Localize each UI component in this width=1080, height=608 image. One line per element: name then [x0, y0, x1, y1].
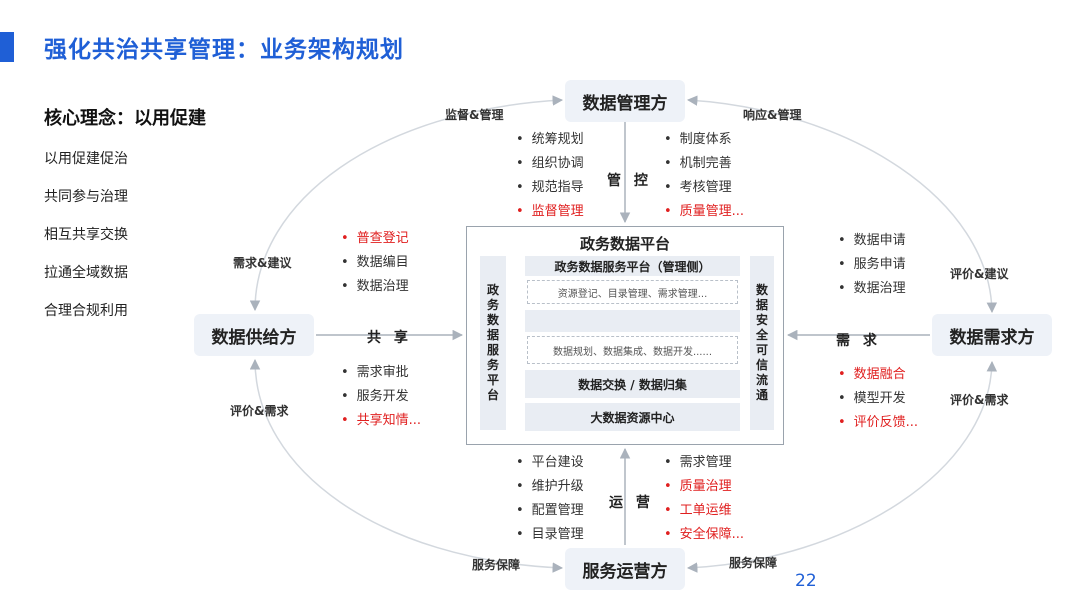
node-data-supplier: 数据供给方 [194, 314, 314, 356]
secure-circulation-column-label: 数据安全可信流通 [755, 283, 768, 402]
edge-label-service-guarantee: 服务保障 [472, 558, 521, 572]
title-accent-bar [0, 32, 14, 62]
bullet-item: 普查登记 [341, 227, 409, 251]
bullet-item: 机制完善 [664, 152, 744, 176]
arc-bottom-right [686, 360, 998, 573]
arc-top-right [686, 95, 998, 314]
concept-item: 拉通全域数据 [44, 265, 128, 281]
node-data-manager: 数据管理方 [565, 80, 685, 122]
bullet-item: 组织协调 [516, 152, 584, 176]
edge-label-respond: 响应&管理 [743, 108, 802, 122]
list-supply-upper: 普查登记数据编目数据治理 [341, 227, 409, 299]
page-number: 22 [795, 571, 817, 591]
verb-control: 管 控 [607, 173, 652, 189]
bullet-item: 质量管理... [664, 200, 744, 224]
service-platform-header: 政务数据服务平台（管理侧） [525, 256, 740, 276]
verb-demand: 需 求 [836, 333, 881, 349]
edge-label-evaluate-demand: 评价&需求 [230, 404, 289, 418]
bullet-item: 考核管理 [664, 176, 744, 200]
bullet-item: 需求审批 [341, 361, 421, 385]
bullet-item: 数据编目 [341, 251, 409, 275]
platform-blank-block [525, 310, 740, 332]
edge-label-evaluate-advice: 评价&建议 [950, 267, 1009, 281]
concept-item: 相互共享交换 [44, 227, 128, 243]
bullet-item: 数据融合 [838, 363, 918, 387]
arc-top-left [249, 95, 564, 312]
edge-label-evaluate-demand: 评价&需求 [950, 393, 1009, 407]
bullet-item: 数据治理 [341, 275, 409, 299]
list-control-left: 统筹规划组织协调规范指导监督管理 [516, 128, 584, 224]
bullet-item: 质量治理 [664, 475, 744, 499]
data-dev-desc: 数据规划、数据集成、数据开发...... [527, 336, 738, 364]
list-supply-lower: 需求审批服务开发共享知情... [341, 361, 421, 433]
service-platform-desc: 资源登记、目录管理、需求管理... [527, 280, 738, 304]
platform-service-column-label: 政务数据服务平台 [486, 283, 499, 402]
node-service-operator: 服务运营方 [565, 548, 685, 590]
secure-circulation-column: 数据安全可信流通 [750, 256, 774, 430]
bullet-item: 服务开发 [341, 385, 421, 409]
bullet-item: 统筹规划 [516, 128, 584, 152]
bullet-item: 数据申请 [838, 229, 906, 253]
edge-label-supervise: 监督&管理 [445, 108, 504, 122]
concept-item: 共同参与治理 [44, 189, 128, 205]
exchange-block: 数据交换 / 数据归集 [525, 370, 740, 398]
list-demand-lower: 数据融合模型开发评价反馈... [838, 363, 918, 435]
bullet-item: 安全保障... [664, 523, 744, 547]
arc-bottom-left [249, 358, 564, 573]
verb-operate: 运 营 [609, 495, 654, 511]
bullet-item: 目录管理 [516, 523, 584, 547]
node-data-consumer: 数据需求方 [932, 314, 1052, 356]
bullet-item: 数据治理 [838, 277, 906, 301]
verb-share: 共 享 [367, 330, 412, 346]
bullet-item: 规范指导 [516, 176, 584, 200]
edge-label-service-guarantee: 服务保障 [729, 556, 778, 570]
platform-service-column: 政务数据服务平台 [480, 256, 506, 430]
edge-label-demand-advice: 需求&建议 [233, 256, 292, 270]
bullet-item: 制度体系 [664, 128, 744, 152]
bullet-item: 配置管理 [516, 499, 584, 523]
concept-item: 以用促建促治 [44, 151, 128, 167]
bullet-item: 共享知情... [341, 409, 421, 433]
page-title: 强化共治共享管理：业务架构规划 [44, 37, 404, 63]
bullet-item: 平台建设 [516, 451, 584, 475]
bullet-item: 维护升级 [516, 475, 584, 499]
bullet-item: 需求管理 [664, 451, 744, 475]
bullet-item: 服务申请 [838, 253, 906, 277]
bullet-item: 评价反馈... [838, 411, 918, 435]
bullet-item: 模型开发 [838, 387, 918, 411]
bullet-item: 监督管理 [516, 200, 584, 224]
list-demand-upper: 数据申请服务申请数据治理 [838, 229, 906, 301]
list-control-right: 制度体系机制完善考核管理质量管理... [664, 128, 744, 224]
platform-title: 政务数据平台 [579, 235, 670, 253]
concept-heading: 核心理念：以用促建 [44, 108, 206, 129]
list-operate-left: 平台建设维护升级配置管理目录管理 [516, 451, 584, 547]
list-operate-right: 需求管理质量治理工单运维安全保障... [664, 451, 744, 547]
concept-item: 合理合规利用 [44, 303, 128, 319]
resource-center-block: 大数据资源中心 [525, 403, 740, 431]
bullet-item: 工单运维 [664, 499, 744, 523]
